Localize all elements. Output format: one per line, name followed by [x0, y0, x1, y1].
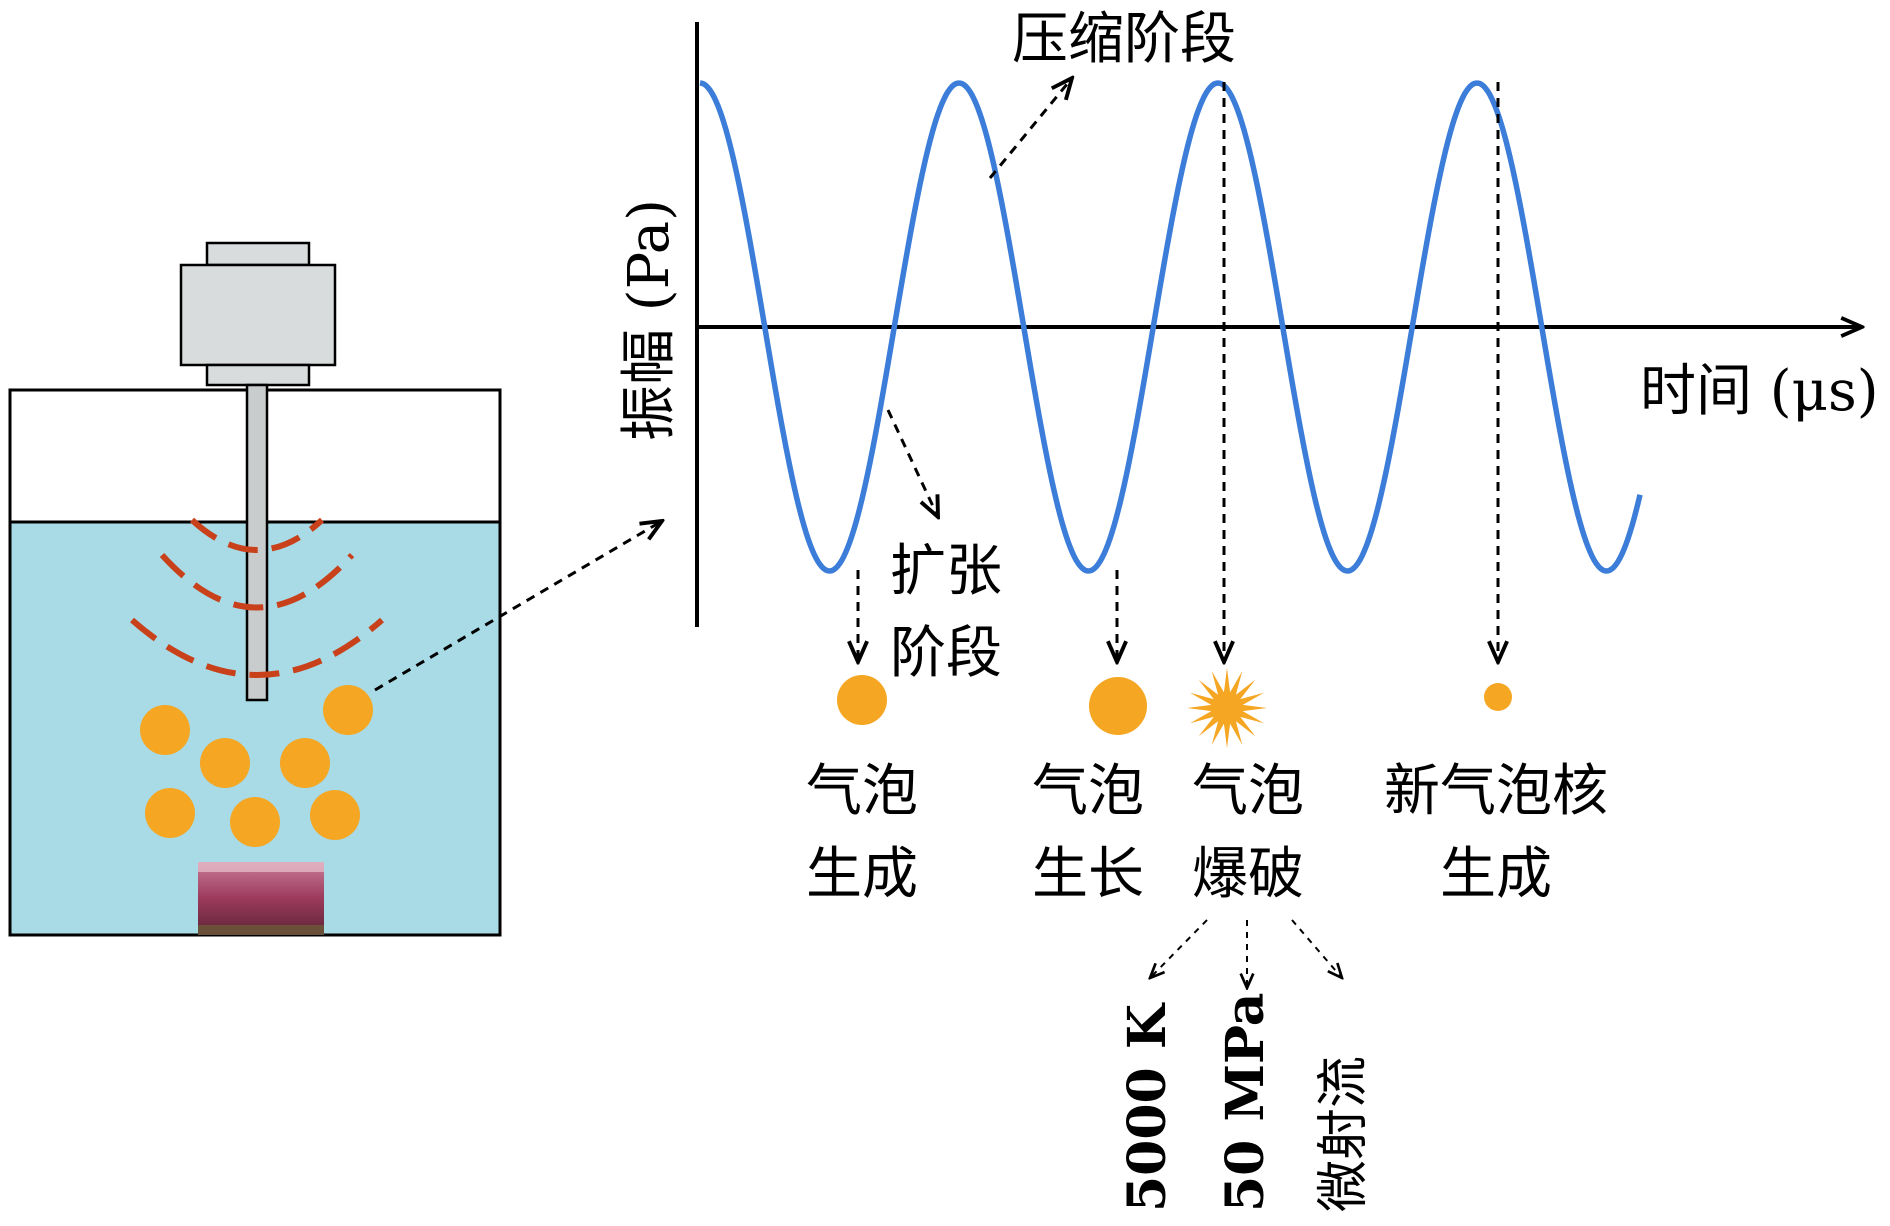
bubble [200, 738, 250, 788]
bubble [310, 790, 360, 840]
compression-phase-arrow [988, 78, 1072, 179]
expansion-phase-label-line2: 阶段 [890, 621, 1002, 686]
bubble [280, 738, 330, 788]
cavitation-bubbles [140, 685, 373, 847]
zoom-arrow [374, 521, 662, 692]
stage-label-formation-line1: 气泡 [806, 759, 918, 824]
effect-temperature-label: 5000 K [1117, 1002, 1178, 1212]
transducer-bottom-cap [205, 363, 311, 387]
acoustic-arc-middle [159, 552, 355, 611]
expansion-phase-label-line1: 扩张 [890, 539, 1002, 604]
stage-label-nucleus-line1: 新气泡核 [1384, 759, 1608, 824]
ultrasonic-reactor [8, 241, 502, 937]
acoustic-arc-inner [189, 517, 325, 553]
stage-drop-arrows [858, 82, 1498, 662]
bubble [140, 705, 190, 755]
stage-label-growth-line2: 生长 [1032, 842, 1144, 907]
bubble-collapse-burst-icon [1187, 668, 1267, 748]
effect-pressure-label: 50 MPa [1215, 993, 1276, 1212]
stage-labels: 气泡 生成 气泡 生长 气泡 爆破 新气泡核 生成 [806, 759, 1608, 907]
sample-block [198, 862, 324, 935]
acoustic-wave-arcs [130, 517, 384, 678]
transducer-body [179, 263, 337, 367]
collapse-effect-arrows [1150, 919, 1342, 988]
effect-arrow-temperature [1150, 919, 1208, 978]
expansion-phase-arrow [886, 409, 938, 517]
stage-bubbles [837, 668, 1512, 748]
stage-label-formation-line2: 生成 [806, 842, 918, 907]
ultrasonic-probe-horn [245, 383, 269, 702]
stage-label-collapse-line1: 气泡 [1192, 759, 1304, 824]
new-bubble-nucleus-icon [1484, 683, 1512, 711]
x-axis-label: 时间 (μs) [1640, 359, 1879, 424]
acoustic-arc-outer [130, 617, 384, 678]
stage-label-collapse-line2: 爆破 [1192, 842, 1304, 907]
effect-microjet-label: 微射流 [1314, 1056, 1374, 1212]
effect-arrow-microjet [1291, 919, 1342, 978]
stage-label-nucleus-line2: 生成 [1440, 842, 1552, 907]
bubble-growth-icon [1089, 677, 1147, 735]
stage-label-growth-line1: 气泡 [1032, 759, 1144, 824]
compression-phase-label: 压缩阶段 [1012, 7, 1236, 72]
acoustic-pressure-wave [699, 80, 1643, 574]
transducer-top-cap [205, 241, 311, 267]
bubble-formation-icon [837, 675, 887, 725]
collapse-effect-labels: 5000 K 50 MPa 微射流 [1117, 993, 1374, 1212]
y-axis-label: 振幅 (Pa) [617, 199, 682, 441]
bubble [230, 797, 280, 847]
bubble [145, 788, 195, 838]
bubble [323, 685, 373, 735]
pressure-wave-chart: 振幅 (Pa) 时间 (μs) 压缩阶段 扩张 阶段 气泡 生成 气泡 生长 气… [617, 7, 1879, 1212]
